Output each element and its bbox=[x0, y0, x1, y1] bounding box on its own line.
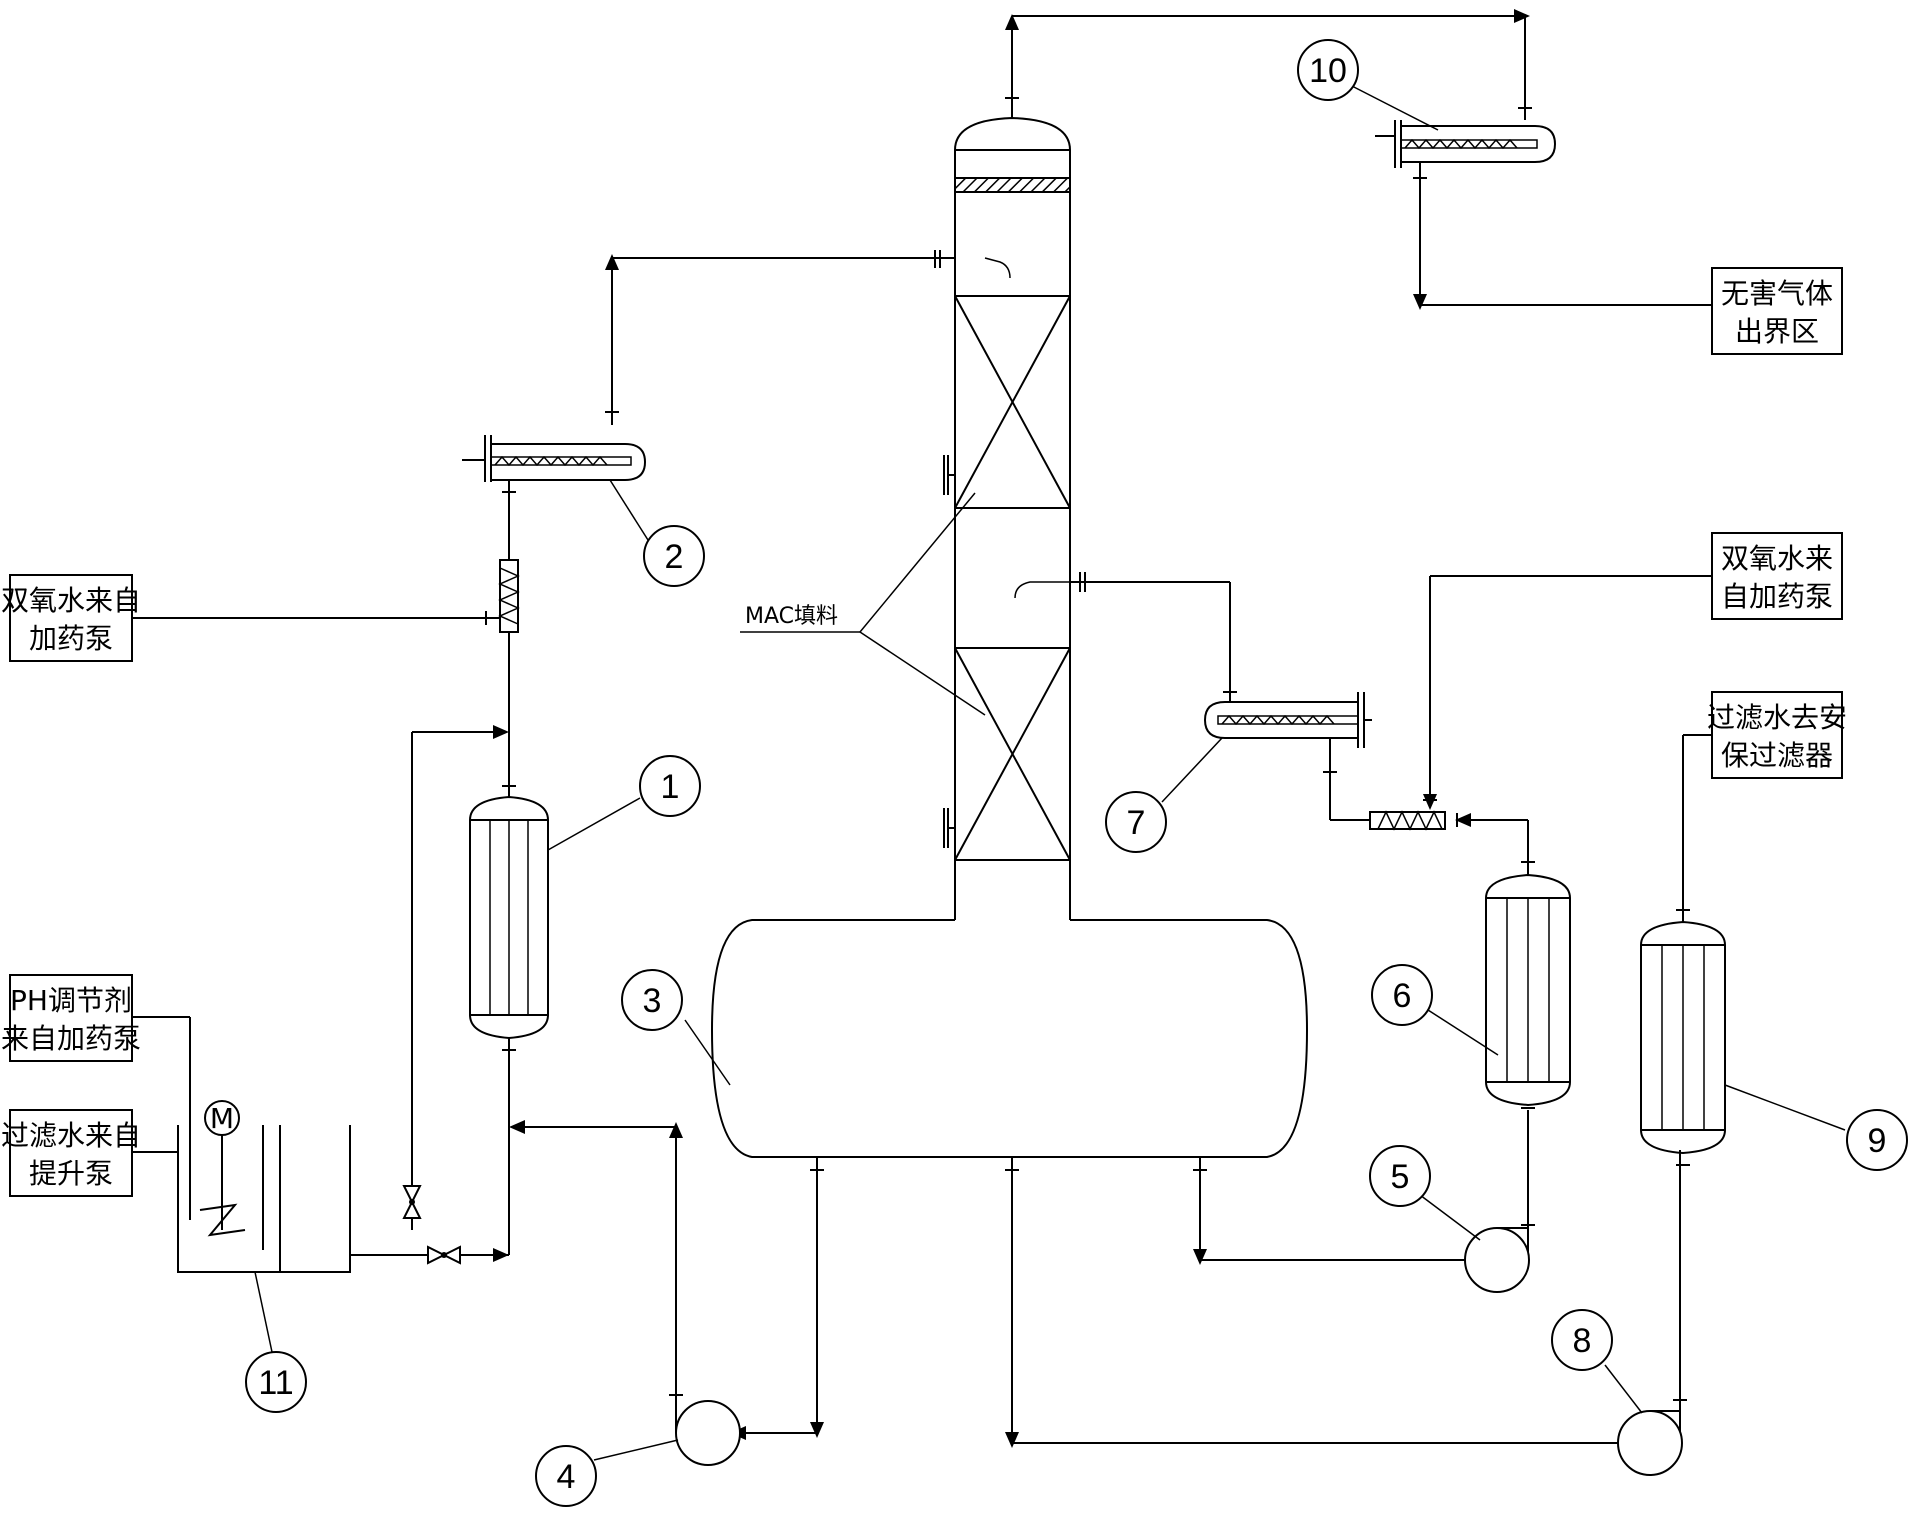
label-ph: PH调节剂 来自加药泵 bbox=[1, 974, 141, 1062]
label-text: PH调节剂 bbox=[10, 984, 132, 1017]
callout-8: 8 bbox=[1551, 1309, 1643, 1414]
pump-4 bbox=[675, 1400, 741, 1466]
label-text: 过滤水去安 bbox=[1707, 701, 1847, 734]
callout-number: 2 bbox=[665, 538, 684, 576]
callout-number: 7 bbox=[1127, 804, 1146, 842]
label-text: 双氧水来 bbox=[1721, 542, 1833, 575]
horizontal-tank-3 bbox=[710, 919, 1309, 1158]
callout-9: 9 bbox=[1724, 1084, 1908, 1171]
filter-1 bbox=[469, 785, 549, 1255]
mac-packing-annotation: MAC填料 bbox=[740, 492, 986, 716]
callout-number: 6 bbox=[1393, 977, 1412, 1015]
packing-bed-upper bbox=[954, 295, 1071, 509]
heater-7 bbox=[1070, 572, 1372, 760]
tower-nozzles bbox=[943, 455, 955, 848]
filter-6 bbox=[1455, 813, 1571, 1109]
callout-number: 3 bbox=[643, 982, 662, 1020]
upper-recycle-line bbox=[605, 250, 955, 425]
callout-number: 9 bbox=[1868, 1122, 1887, 1160]
callout-6: 6 bbox=[1371, 964, 1499, 1056]
label-text: 双氧水来自 bbox=[1, 584, 141, 617]
label-h2o2-right: 双氧水来 自加药泵 bbox=[1711, 532, 1843, 620]
heater-10 bbox=[1375, 120, 1712, 310]
label-text: 无害气体 bbox=[1721, 277, 1833, 310]
callout-2: 2 bbox=[609, 479, 705, 587]
packing-bed-lower bbox=[954, 647, 1071, 861]
feed-valve-icon bbox=[427, 1245, 447, 1265]
label-text: 过滤水来自 bbox=[1, 1119, 141, 1152]
callout-number: 11 bbox=[258, 1364, 293, 1402]
callout-7: 7 bbox=[1105, 737, 1223, 853]
heater-2 bbox=[462, 435, 647, 560]
label-gas-out: 无害气体 出界区 bbox=[1711, 267, 1843, 355]
static-mixer-left bbox=[132, 559, 520, 797]
absorption-tower bbox=[943, 116, 1071, 920]
label-text: 提升泵 bbox=[29, 1157, 113, 1190]
callout-number: 4 bbox=[557, 1458, 576, 1496]
static-mixer-right bbox=[1323, 575, 1712, 831]
callout-number: 5 bbox=[1391, 1158, 1410, 1196]
tank-11: M bbox=[132, 1016, 351, 1273]
feed-line bbox=[350, 1245, 509, 1265]
pump-8 bbox=[1617, 1410, 1683, 1476]
callout-3: 3 bbox=[621, 969, 731, 1086]
upper-distributor bbox=[984, 257, 1011, 279]
motor-icon bbox=[204, 1100, 240, 1136]
callout-10: 10 bbox=[1297, 39, 1439, 131]
callout-5: 5 bbox=[1369, 1145, 1481, 1241]
label-filtered-out: 过滤水去安 保过滤器 bbox=[1707, 691, 1847, 779]
label-text: 出界区 bbox=[1735, 315, 1819, 348]
pump-5 bbox=[1464, 1227, 1530, 1293]
label-h2o2-left: 双氧水来自 加药泵 bbox=[1, 574, 141, 662]
overhead-vapor-line bbox=[1005, 9, 1532, 120]
callout-number: 10 bbox=[1309, 52, 1347, 90]
lower-distributor bbox=[1014, 581, 1070, 599]
pump-5-lines bbox=[1193, 1110, 1535, 1267]
bypass-line bbox=[402, 725, 509, 1230]
label-filtered-in: 过滤水来自 提升泵 bbox=[1, 1109, 141, 1197]
label-text: 加药泵 bbox=[29, 622, 113, 655]
bypass-valve-icon bbox=[402, 1185, 422, 1205]
callout-number: 1 bbox=[661, 768, 680, 806]
callout-number: 8 bbox=[1573, 1322, 1592, 1360]
callout-11: 11 bbox=[245, 1271, 307, 1413]
mac-label: MAC填料 bbox=[745, 604, 838, 629]
filter-9 bbox=[1640, 734, 1726, 1166]
demister-pad bbox=[954, 177, 1071, 193]
pump-8-lines bbox=[1005, 1150, 1687, 1450]
pump-4-lines bbox=[509, 1120, 824, 1440]
motor-label: M bbox=[210, 1102, 234, 1135]
callout-4: 4 bbox=[535, 1439, 679, 1507]
label-text: 保过滤器 bbox=[1721, 739, 1833, 772]
label-text: 自加药泵 bbox=[1721, 580, 1833, 613]
callout-1: 1 bbox=[547, 755, 701, 851]
label-text: 来自加药泵 bbox=[1, 1022, 141, 1055]
